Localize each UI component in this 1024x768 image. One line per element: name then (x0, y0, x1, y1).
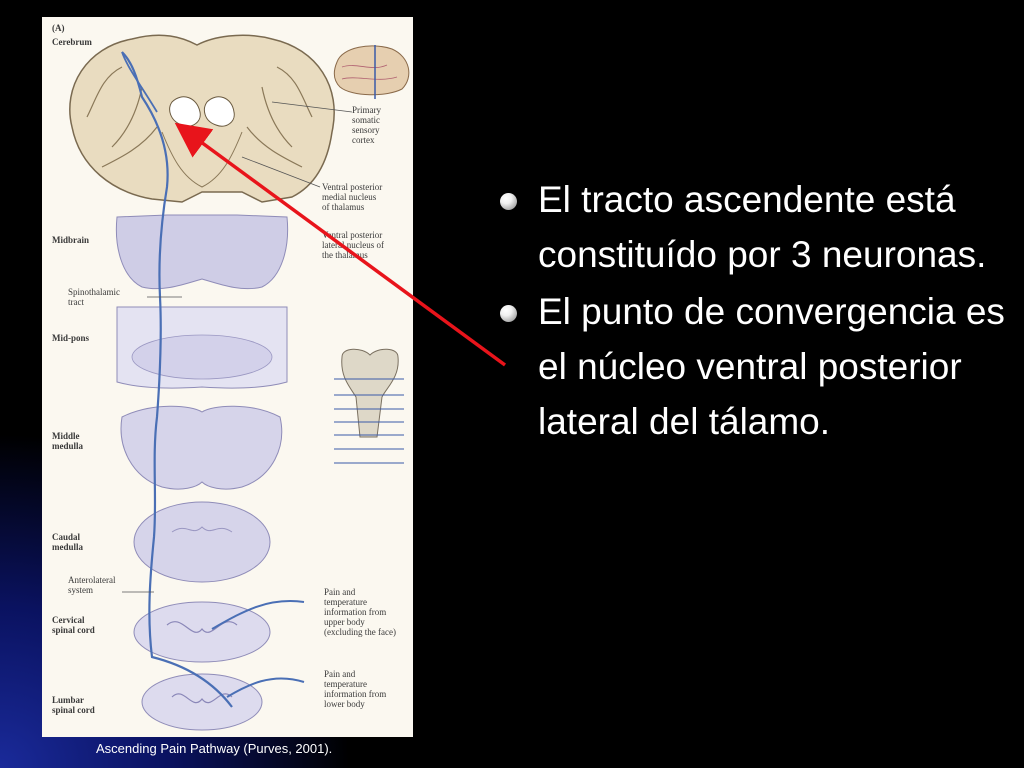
bullet-text: El tracto ascendente está constituído po… (538, 179, 987, 275)
label-caudal-medulla: Caudal medulla (52, 532, 84, 552)
label-midpons: Mid-pons (52, 333, 90, 343)
caudal-medulla-section (133, 501, 271, 583)
figure-illustration (69, 34, 410, 731)
label-pain-upper: Pain and temperature information from up… (324, 587, 396, 637)
bullet-list: El tracto ascendente está constituído po… (498, 172, 1008, 451)
figure-caption: Ascending Pain Pathway (Purves, 2001). (96, 741, 333, 756)
label-cerebrum: Cerebrum (52, 37, 92, 47)
label-middle-medulla: Middle medulla (52, 431, 84, 451)
brainstem-thumbnail (334, 348, 404, 464)
label-spinothalamic: Spinothalamic tract (68, 287, 120, 307)
bullet-dot-icon (500, 305, 517, 322)
lumbar-cord-section (141, 673, 263, 731)
label-primary-cortex: Primary somatic sensory cortex (352, 105, 381, 145)
bullet-dot-icon (500, 193, 517, 210)
bullet-item: El punto de convergencia es el núcleo ve… (498, 284, 1008, 449)
label-vpl: Ventral posterior lateral nucleus of the… (322, 230, 384, 260)
label-midbrain: Midbrain (52, 235, 90, 245)
label-vpm: Ventral posterior medial nucleus of thal… (322, 182, 383, 212)
ascending-pathway-line (121, 51, 233, 708)
lower-body-fiber (226, 677, 305, 698)
label-lumbar: Lumbar spinal cord (52, 695, 95, 715)
bullet-text: El punto de convergencia es el núcleo ve… (538, 291, 1005, 442)
panel-label: (A) (52, 23, 65, 33)
bullet-item: El tracto ascendente está constituído po… (498, 172, 1008, 282)
pain-pathway-figure: (A) Cerebrum Primary somatic sensory cor… (42, 17, 413, 737)
middle-medulla-section (120, 405, 283, 490)
label-anterolateral: Anterolateral system (68, 575, 116, 595)
label-cervical: Cervical spinal cord (52, 615, 95, 635)
label-pain-lower: Pain and temperature information from lo… (324, 669, 387, 709)
brain-thumbnail (333, 45, 410, 99)
upper-body-fiber (211, 600, 305, 630)
